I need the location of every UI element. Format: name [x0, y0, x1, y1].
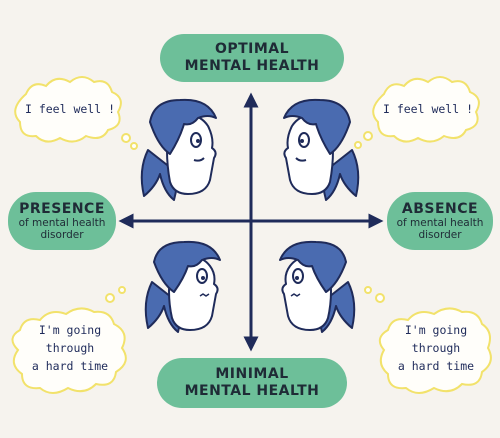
person-face-icon-top-right: [283, 98, 360, 201]
thought-bubble-top-left: [14, 76, 138, 150]
thought-text-bottom-right: I'm going through a hard time: [397, 323, 475, 373]
thought-text-bottom-left: I'm going through a hard time: [31, 323, 109, 373]
absence-of-disorder-label: ABSENCE of mental health disorder: [387, 192, 493, 250]
left-label-line1: of mental health: [18, 217, 106, 229]
thought-dot-icon: [105, 293, 115, 303]
thought-dot-icon: [354, 141, 362, 149]
bottom-label-line2: MENTAL HEALTH: [184, 383, 320, 399]
left-label-line2: disorder: [40, 229, 84, 241]
left-label-title: PRESENCE: [19, 201, 105, 217]
right-label-line2: disorder: [418, 229, 462, 241]
person-face-icon-bottom-left: [144, 240, 221, 333]
optimal-mental-health-label: OPTIMAL MENTAL HEALTH: [160, 34, 344, 82]
thought-dot-icon: [118, 286, 126, 294]
right-label-line1: of mental health: [396, 217, 484, 229]
presence-of-disorder-label: PRESENCE of mental health disorder: [8, 192, 116, 250]
top-label-line2: MENTAL HEALTH: [184, 58, 320, 74]
thought-dot-icon: [130, 142, 138, 150]
thought-dot-icon: [375, 293, 385, 303]
thought-dot-icon: [121, 133, 131, 143]
thought-bubble-top-right: [354, 76, 480, 149]
bottom-label-line1: MINIMAL: [215, 366, 289, 382]
right-label-title: ABSENCE: [401, 201, 479, 217]
thought-text-top-right: I feel well !: [382, 102, 473, 116]
axes: [118, 92, 384, 352]
thought-bubble-bottom-right: [364, 286, 492, 394]
thought-dot-icon: [363, 131, 373, 141]
person-face-icon-bottom-right: [279, 240, 356, 333]
thought-bubble-bottom-left: [11, 286, 127, 394]
thought-dot-icon: [364, 286, 372, 294]
thought-text-top-left: I feel well !: [24, 102, 115, 116]
person-face-icon-top-left: [140, 98, 217, 201]
top-label-line1: OPTIMAL: [214, 41, 290, 57]
minimal-mental-health-label: MINIMAL MENTAL HEALTH: [157, 358, 347, 408]
